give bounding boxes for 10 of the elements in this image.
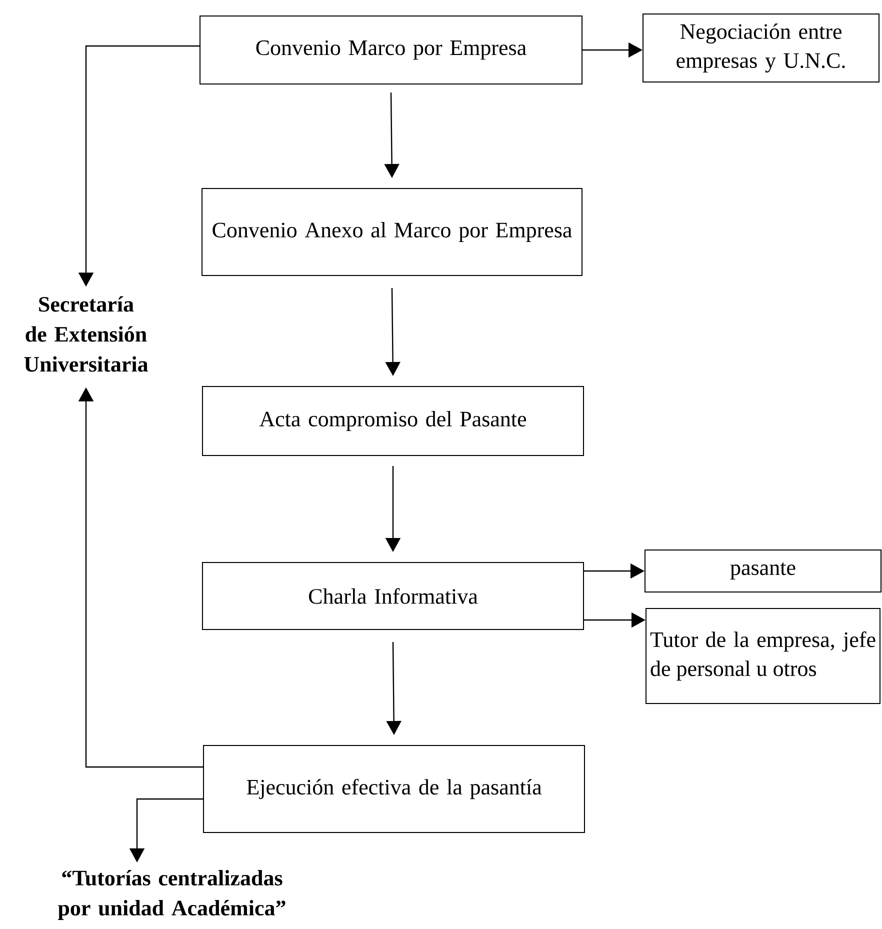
- process-box: Charla Informativa: [202, 562, 584, 630]
- process-box: Convenio Marco por Empresa: [200, 16, 582, 84]
- bold-label: “Tutorías centralizadas por unidad Académica”: [58, 870, 286, 920]
- process-box: Tutor de la empresa, jefe de personal u otros: [646, 608, 880, 704]
- process-box: Acta compromiso del Pasante: [202, 386, 584, 456]
- process-box: Convenio Anexo al Marco por Empresa: [202, 188, 582, 276]
- process-box: Ejecución efectiva de la pasantía: [203, 745, 585, 833]
- process-box: Negociación entre empresas y U.N.C.: [642, 14, 880, 82]
- bold-label: Secretaría de Extensión Universitaria: [24, 296, 148, 372]
- process-box: pasante: [644, 550, 882, 592]
